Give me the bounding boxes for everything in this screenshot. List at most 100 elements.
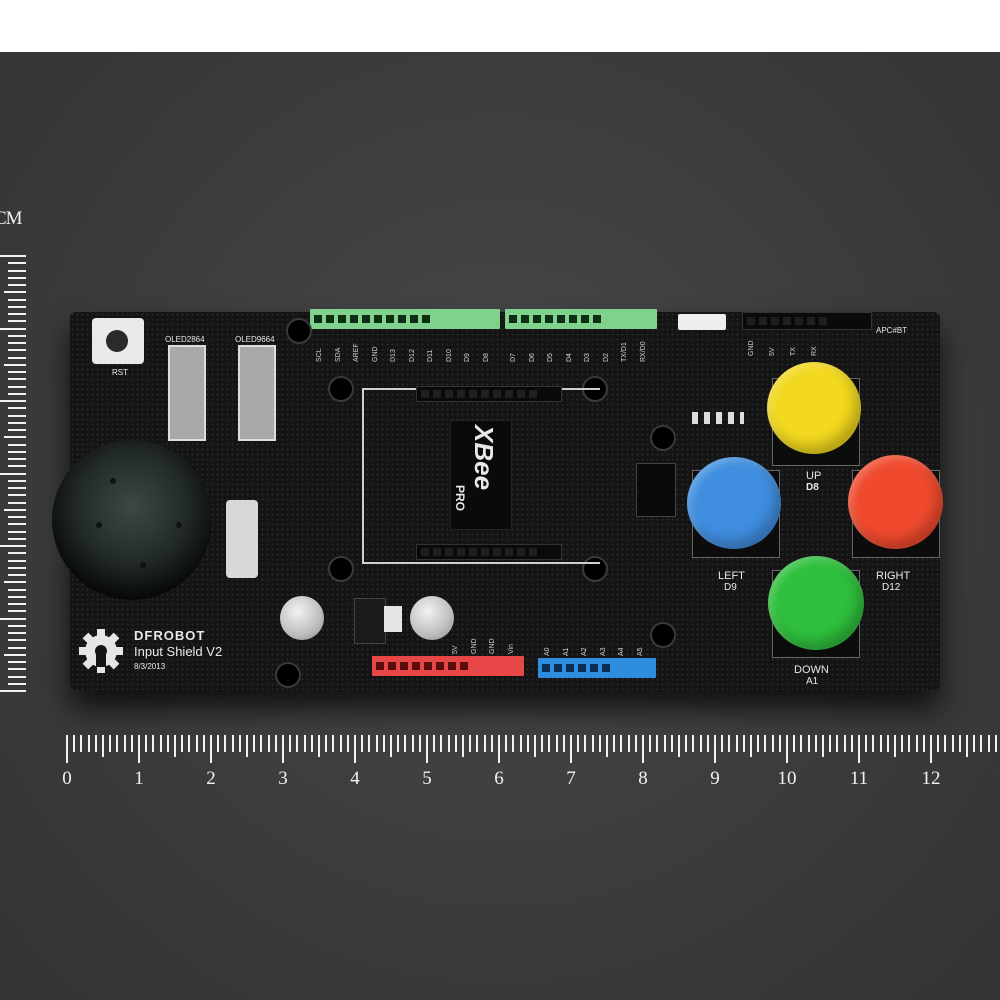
ruler-tick <box>714 735 716 763</box>
ruler-tick <box>116 735 119 752</box>
joystick[interactable] <box>52 440 212 600</box>
ruler-tick <box>476 735 479 752</box>
analog-header <box>538 658 656 678</box>
ruler-tick <box>8 523 26 526</box>
ruler-tick <box>166 735 169 752</box>
power-header <box>372 656 524 676</box>
oled-connector-2 <box>238 345 276 441</box>
ruler-number: 10 <box>777 768 797 789</box>
up-button[interactable] <box>767 362 861 454</box>
ruler-tick <box>577 735 580 752</box>
left-button-pin: D9 <box>724 582 737 593</box>
pin-label: D5 <box>547 353 554 362</box>
left-button-label: LEFT <box>718 570 745 582</box>
ruler-tick <box>130 735 133 752</box>
ruler-number: 1 <box>134 768 144 789</box>
ruler-tick <box>8 262 26 265</box>
pin-label: RX/D0 <box>639 341 647 362</box>
down-button-label: DOWN <box>794 664 829 676</box>
ruler-tick <box>325 735 328 752</box>
ruler-tick <box>368 735 371 752</box>
ruler-tick <box>274 735 277 752</box>
ruler-tick <box>0 545 26 547</box>
ruler-tick <box>750 735 752 757</box>
ruler-tick <box>620 735 623 752</box>
ruler-tick <box>174 735 176 757</box>
ruler-tick <box>8 588 26 591</box>
ruler-tick <box>159 735 162 752</box>
ruler-tick <box>901 735 904 752</box>
ruler-tick <box>210 735 212 763</box>
ruler-tick <box>447 735 450 752</box>
ruler-tick <box>354 735 356 763</box>
ruler-tick <box>685 735 688 752</box>
ruler-tick <box>8 450 26 453</box>
run-prog-switch[interactable] <box>678 314 726 330</box>
ruler-tick <box>0 690 26 692</box>
capacitor-left <box>280 596 324 640</box>
pin-label: TX <box>790 347 797 356</box>
ruler-tick <box>0 617 26 620</box>
xbee-header-top <box>416 386 562 402</box>
ruler-tick <box>217 735 220 752</box>
mount-hole <box>650 425 676 451</box>
ruler-tick <box>8 371 26 373</box>
ruler-tick <box>8 610 26 613</box>
ruler-tick <box>512 735 515 752</box>
ruler-tick <box>548 735 551 752</box>
xbee-logo: XBee PRO <box>450 420 512 530</box>
ruler-tick <box>498 735 500 763</box>
digital-header-right <box>505 309 657 329</box>
ruler-tick <box>253 735 256 752</box>
ruler-tick <box>66 735 68 763</box>
open-hardware-gear-icon <box>79 629 123 673</box>
ruler-tick <box>843 735 846 752</box>
ruler-tick <box>8 421 26 424</box>
pin-label: SDA <box>334 347 342 362</box>
xbee-header-bottom <box>416 544 562 560</box>
right-button[interactable] <box>848 455 943 549</box>
ruler-tick <box>382 735 385 752</box>
ruler-tick <box>591 735 594 752</box>
ruler-tick <box>490 735 493 752</box>
ruler-tick <box>4 653 26 656</box>
ruler-tick <box>966 735 968 757</box>
down-button[interactable] <box>768 556 864 650</box>
ruler-tick <box>8 313 26 315</box>
ruler-number: 1 <box>998 768 1000 790</box>
ruler-tick <box>282 735 284 763</box>
ruler-tick <box>836 735 839 752</box>
oled-connector-1 <box>168 345 206 441</box>
ruler-tick <box>8 632 26 634</box>
ruler-tick <box>735 735 738 752</box>
ruler-tick <box>829 735 832 752</box>
ruler-tick <box>786 735 788 763</box>
ruler-tick <box>8 356 26 359</box>
ruler-tick <box>8 305 26 308</box>
ruler-tick <box>469 735 472 752</box>
ruler-tick <box>8 298 26 301</box>
ruler-number: 5 <box>422 768 432 789</box>
ruler-tick <box>937 735 940 752</box>
pin-label: 5V <box>769 347 776 356</box>
ruler-number: 6 <box>494 768 504 789</box>
ruler-tick <box>181 735 184 752</box>
pin-label: GND <box>371 346 379 362</box>
joystick-dot <box>96 522 102 528</box>
pin-label: A4 <box>618 647 625 656</box>
ruler-tick <box>951 735 954 752</box>
ruler-tick <box>613 735 616 752</box>
left-button[interactable] <box>687 457 781 549</box>
ruler-tick <box>246 735 248 757</box>
reset-button[interactable] <box>92 318 144 364</box>
ruler-tick <box>231 735 234 752</box>
mount-hole <box>328 556 354 582</box>
ruler-tick <box>742 735 745 752</box>
ruler-tick <box>8 661 26 663</box>
ruler-tick <box>375 735 378 752</box>
ruler-tick <box>649 735 652 752</box>
regulator-tab <box>384 606 402 632</box>
ruler-tick <box>462 735 464 757</box>
ruler-tick <box>973 735 976 752</box>
mount-hole <box>286 318 312 344</box>
